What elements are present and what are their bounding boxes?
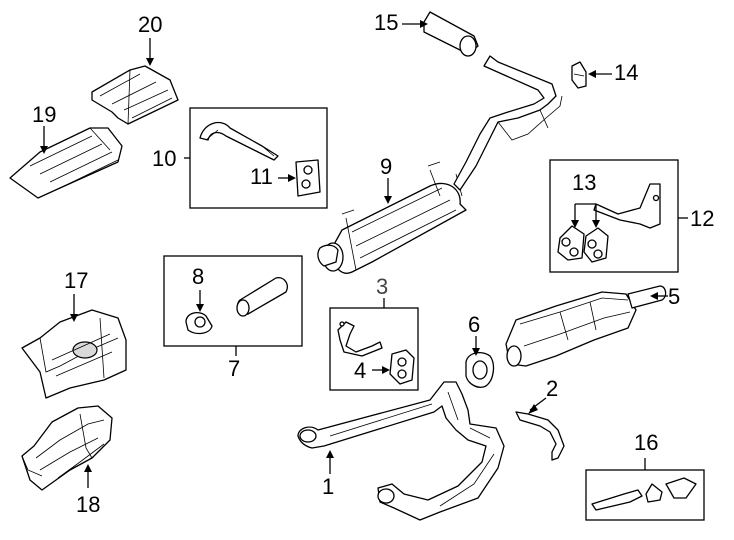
heat-shield-20-icon bbox=[91, 65, 179, 125]
callout-2: 2 bbox=[546, 376, 559, 401]
insulator-4-icon bbox=[389, 349, 415, 385]
leader-lines bbox=[40, 20, 688, 488]
clamp-8-icon bbox=[185, 311, 213, 335]
callout-20: 20 bbox=[138, 12, 163, 37]
catalytic-converter-5-icon bbox=[505, 285, 667, 367]
callout-1: 1 bbox=[322, 474, 335, 499]
callout-9: 9 bbox=[380, 154, 393, 179]
callout-12: 12 bbox=[690, 206, 715, 231]
muffler-9-icon bbox=[317, 161, 467, 274]
callout-17: 17 bbox=[64, 268, 89, 293]
kit-box-12 bbox=[549, 159, 679, 273]
callout-13: 13 bbox=[572, 170, 597, 195]
insulator-11-icon bbox=[295, 159, 321, 197]
heat-shield-18-icon bbox=[21, 405, 113, 491]
callout-16: 16 bbox=[634, 430, 659, 455]
hanger-10-icon bbox=[199, 121, 279, 161]
heat-shield-19-icon bbox=[9, 127, 123, 199]
pipe-2-icon bbox=[515, 411, 565, 461]
hanger-3-icon bbox=[337, 321, 383, 357]
kit-box-3 bbox=[329, 307, 419, 391]
extension-pipe-7-icon bbox=[236, 277, 288, 317]
callout-11: 11 bbox=[250, 164, 273, 189]
gasket-6-icon bbox=[465, 351, 495, 388]
heat-shield-17-icon bbox=[21, 309, 127, 399]
heat-shield-set-16-icon bbox=[591, 477, 697, 511]
callout-10: 10 bbox=[152, 146, 177, 171]
callout-7: 7 bbox=[228, 356, 241, 381]
callout-18: 18 bbox=[76, 492, 101, 517]
bracket-12-icon bbox=[593, 183, 661, 229]
callout-15: 15 bbox=[374, 10, 399, 35]
insulators-13-icon bbox=[557, 225, 609, 263]
callout-3: 3 bbox=[376, 274, 389, 299]
tailpipe-tip-15-icon bbox=[423, 11, 479, 57]
callout-19: 19 bbox=[32, 102, 57, 127]
y-pipe-1-icon bbox=[297, 381, 505, 521]
tailpipe-icon bbox=[453, 55, 563, 191]
callout-4: 4 bbox=[354, 358, 367, 383]
kit-box-7 bbox=[163, 255, 303, 347]
hanger-clip-14-icon bbox=[571, 61, 587, 89]
callout-14: 14 bbox=[614, 60, 639, 85]
callout-6: 6 bbox=[468, 312, 481, 337]
callout-8: 8 bbox=[192, 264, 205, 289]
callout-5: 5 bbox=[668, 284, 681, 309]
